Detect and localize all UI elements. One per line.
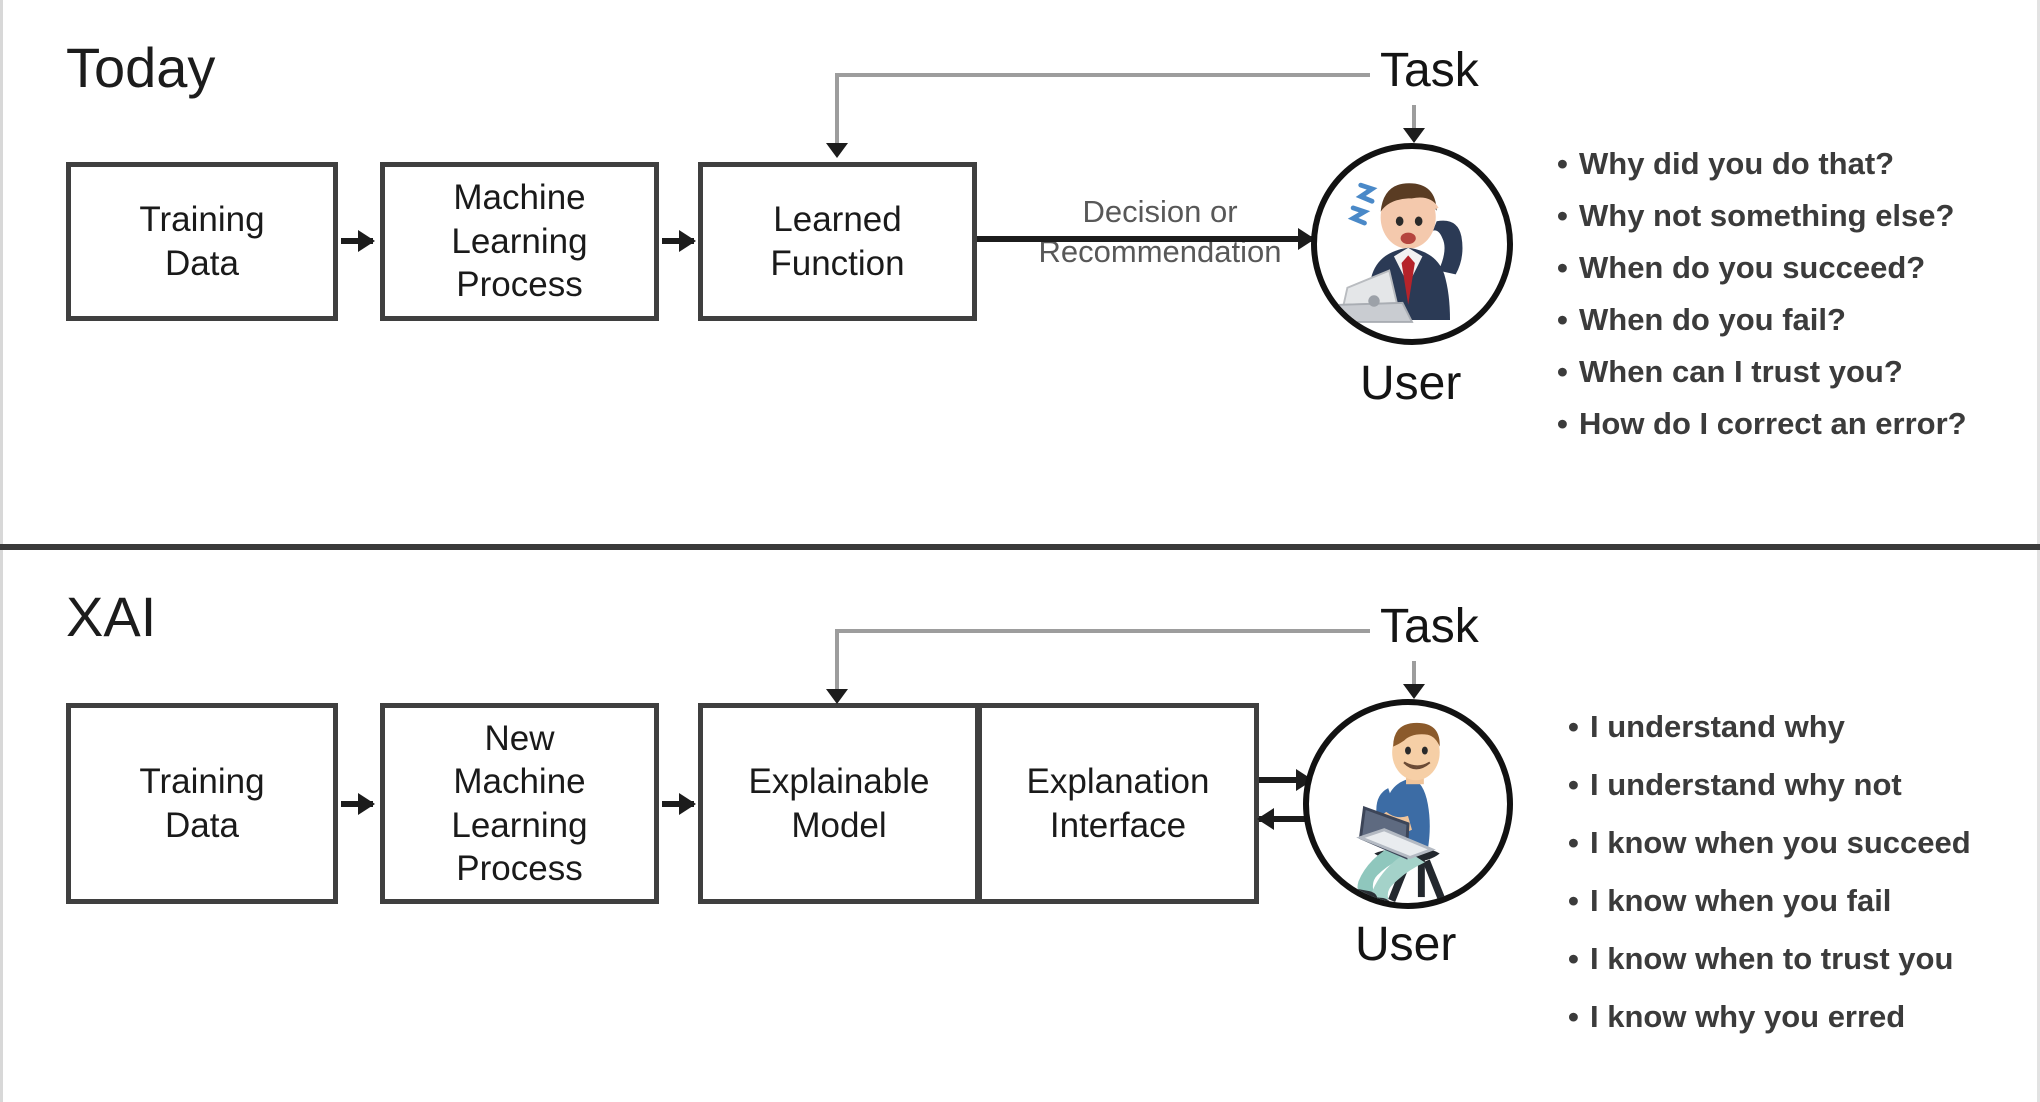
- bullet-text: When do you fail?: [1579, 302, 1846, 337]
- task-label-today: Task: [1380, 44, 1479, 97]
- bullet-dot-icon: •: [1568, 941, 1579, 976]
- bullet-dot-icon: •: [1568, 999, 1579, 1034]
- box-new-machine-learning-process-xai[interactable]: New Machine Learning Process: [380, 703, 659, 904]
- bullet-text: Why not something else?: [1579, 198, 1955, 233]
- arrow-interface-to-user-xai: [1259, 777, 1311, 783]
- arrow-ml-to-learned-today: [662, 238, 694, 244]
- page-left-border: [0, 0, 3, 1102]
- task-to-user-arrow-xai: [1412, 661, 1416, 686]
- bullet-text: I understand why: [1590, 709, 1845, 744]
- box-label: Explanation Interface: [1026, 762, 1210, 845]
- worried-businessman-with-laptop-icon: [1328, 182, 1463, 323]
- panel-title-today: Today: [66, 36, 216, 99]
- bullet-item: • How do I correct an error?: [1557, 408, 1967, 439]
- task-line-vertical-today: [835, 73, 839, 145]
- bullet-dot-icon: •: [1557, 198, 1568, 233]
- bullet-text: When do you succeed?: [1579, 250, 1926, 285]
- box-label: Explainable Model: [748, 762, 930, 845]
- bullet-text: I know when to trust you: [1590, 941, 1954, 976]
- bullet-item: • Why not something else?: [1557, 200, 1967, 231]
- happy-person-with-laptop-icon: [1344, 722, 1446, 903]
- edge-label-decision-or-recommendation-today: Decision or Recommendation: [1038, 194, 1282, 269]
- box-machine-learning-process-today[interactable]: Machine Learning Process: [380, 162, 659, 321]
- box-training-data-xai[interactable]: Training Data: [66, 703, 338, 904]
- box-label: Training Data: [139, 762, 265, 845]
- user-circle-xai[interactable]: [1303, 699, 1513, 909]
- box-label: Learned Function: [770, 200, 905, 283]
- arrow-learned-function-to-user-today: [977, 236, 1313, 242]
- bullet-list-xai: • I understand why • I understand why no…: [1568, 711, 1971, 1059]
- bullet-item: • I know why you erred: [1568, 1001, 1971, 1032]
- box-label: New Machine Learning Process: [451, 718, 588, 888]
- bullet-text: Why did you do that?: [1579, 146, 1895, 181]
- task-label-xai: Task: [1380, 600, 1479, 653]
- task-to-user-arrow-today: [1412, 105, 1416, 130]
- bullet-text: I know when you succeed: [1590, 825, 1971, 860]
- bullet-item: • I know when you succeed: [1568, 827, 1971, 858]
- task-line-horizontal-today: [835, 73, 1370, 77]
- bullet-item: • When do you fail?: [1557, 304, 1967, 335]
- bullet-item: • When do you succeed?: [1557, 252, 1967, 283]
- bullet-dot-icon: •: [1568, 825, 1579, 860]
- bullet-item: • I know when to trust you: [1568, 943, 1971, 974]
- bullet-item: • When can I trust you?: [1557, 356, 1967, 387]
- arrow-user-to-interface-xai: [1259, 816, 1311, 822]
- task-line-vertical-xai: [835, 629, 839, 691]
- arrow-newml-to-explainable-xai: [662, 801, 694, 807]
- panel-title-xai: XAI: [66, 585, 157, 648]
- user-circle-today[interactable]: [1311, 143, 1513, 345]
- bullet-item: • Why did you do that?: [1557, 148, 1967, 179]
- bullet-list-today: • Why did you do that? • Why not somethi…: [1557, 148, 1967, 460]
- task-line-horizontal-xai: [835, 629, 1370, 633]
- bullet-text: I know why you erred: [1590, 999, 1906, 1034]
- panel-today: Today Training Data Machine Learning Pro…: [0, 0, 2040, 547]
- bullet-text: I know when you fail: [1590, 883, 1892, 918]
- bullet-dot-icon: •: [1557, 406, 1568, 441]
- bullet-text: I understand why not: [1590, 767, 1902, 802]
- box-explainable-model-xai[interactable]: Explainable Model: [698, 703, 980, 904]
- bullet-text: How do I correct an error?: [1579, 406, 1967, 441]
- bullet-dot-icon: •: [1568, 767, 1579, 802]
- bullet-dot-icon: •: [1557, 354, 1568, 389]
- bullet-dot-icon: •: [1568, 709, 1579, 744]
- bullet-dot-icon: •: [1557, 146, 1568, 181]
- box-label: Machine Learning Process: [451, 178, 588, 305]
- bullet-item: • I understand why: [1568, 711, 1971, 742]
- user-label-today: User: [1360, 357, 1462, 410]
- panel-divider: [0, 544, 2040, 550]
- bullet-dot-icon: •: [1568, 883, 1579, 918]
- box-explanation-interface-xai[interactable]: Explanation Interface: [977, 703, 1259, 904]
- bullet-item: • I understand why not: [1568, 769, 1971, 800]
- bullet-dot-icon: •: [1557, 250, 1568, 285]
- box-training-data-today[interactable]: Training Data: [66, 162, 338, 321]
- page-right-border: [2037, 0, 2040, 1102]
- arrow-training-to-newml-xai: [341, 801, 373, 807]
- user-label-xai: User: [1355, 918, 1457, 971]
- bullet-dot-icon: •: [1557, 302, 1568, 337]
- bullet-item: • I know when you fail: [1568, 885, 1971, 916]
- bullet-text: When can I trust you?: [1579, 354, 1903, 389]
- box-learned-function-today[interactable]: Learned Function: [698, 162, 977, 321]
- arrow-training-to-ml-today: [341, 238, 373, 244]
- box-label: Training Data: [139, 200, 265, 283]
- panel-xai: XAI Training Data New Machine Learning P…: [0, 551, 2040, 1102]
